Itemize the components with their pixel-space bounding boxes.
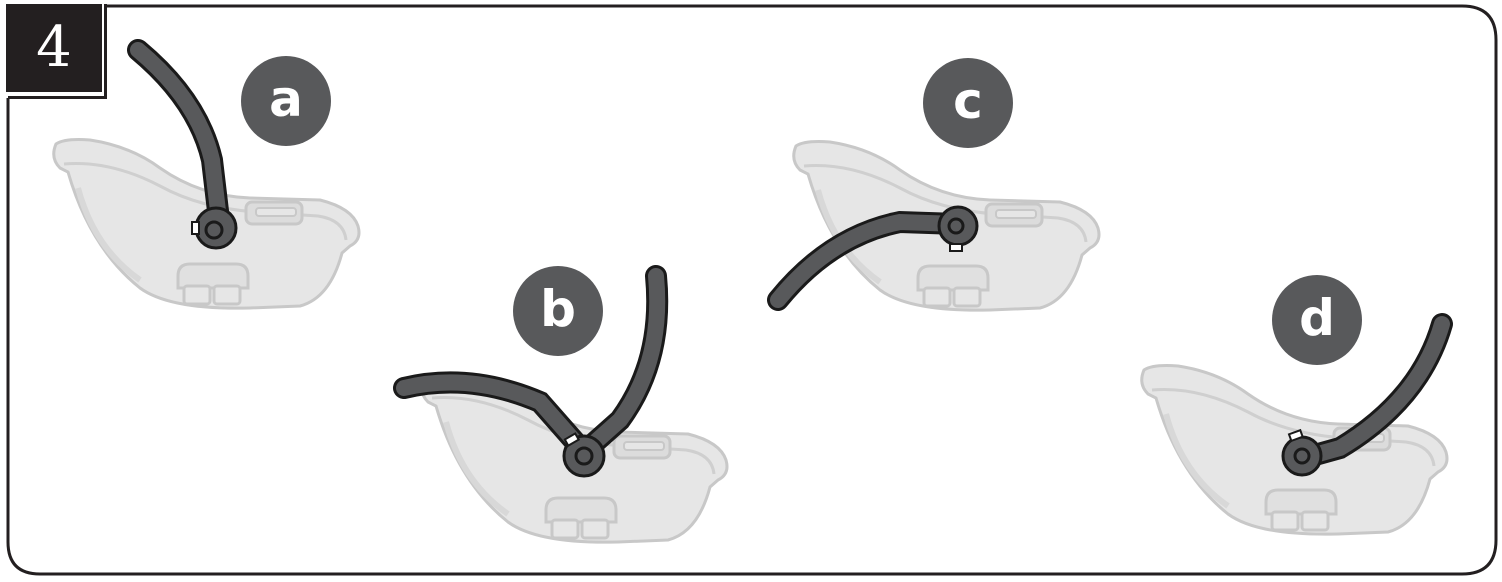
label-a-text: a xyxy=(269,70,303,128)
outer-frame xyxy=(6,4,1498,576)
label-c-text: c xyxy=(953,72,983,130)
handle-pivot-button-icon xyxy=(191,221,200,235)
carry-handle-d xyxy=(1281,313,1453,477)
carry-handle-a xyxy=(127,39,238,250)
step-badge: 4 xyxy=(6,4,102,92)
step-badge-border-bottom xyxy=(8,96,106,99)
label-c: c xyxy=(923,58,1013,148)
step-number: 4 xyxy=(36,15,72,80)
carry-handle-b xyxy=(393,265,669,478)
handle-pivot-button-icon xyxy=(1287,428,1304,443)
label-d: d xyxy=(1272,275,1362,365)
handle-pivot-button-icon xyxy=(949,243,963,252)
label-a: a xyxy=(241,56,331,146)
label-b-text: b xyxy=(540,280,576,338)
handle-pivot-button-icon xyxy=(563,432,581,447)
label-d-text: d xyxy=(1299,289,1335,347)
carry-handle-c xyxy=(767,205,979,311)
step-badge-border-right xyxy=(104,4,107,99)
label-b: b xyxy=(513,266,603,356)
